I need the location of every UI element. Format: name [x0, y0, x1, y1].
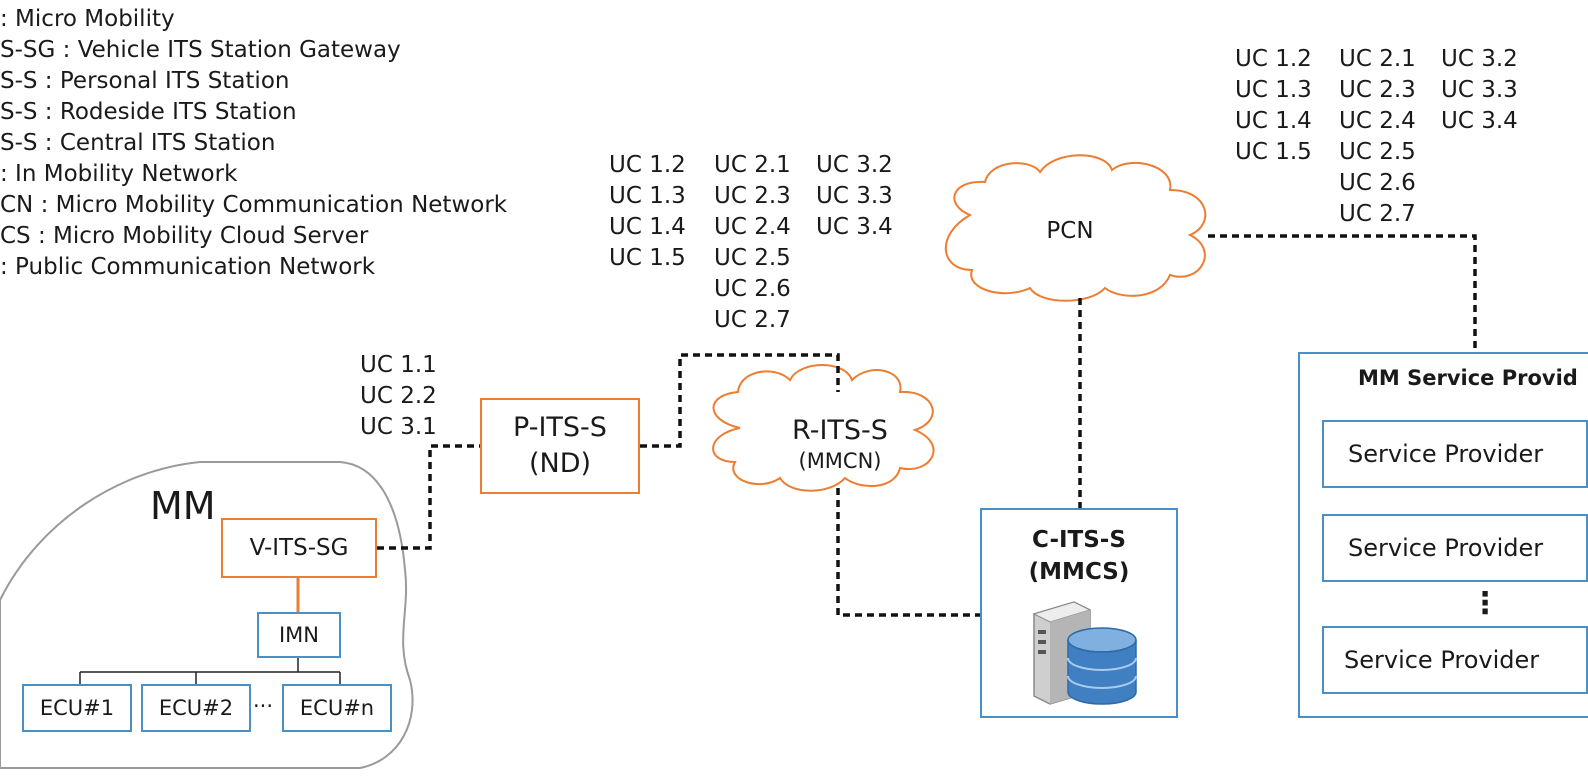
- r-its-s-subtitle: (MMCN): [798, 449, 882, 473]
- p-its-s-subtitle: (ND): [528, 448, 592, 479]
- p-its-s-node[interactable]: P-ITS-S (ND): [480, 398, 640, 494]
- imn-to-ecu-connector: [79, 658, 341, 684]
- legend-item: S-S : Rodeside ITS Station: [0, 99, 297, 125]
- uc-list-rsu-col2: UC 2.1 UC 2.3 UC 2.4 UC 2.5 UC 2.6 UC 2.…: [714, 152, 791, 333]
- pcn-to-sp-link: [1208, 234, 1477, 352]
- ecu-1-node[interactable]: ECU#1: [22, 684, 132, 732]
- r-its-s-title: R-ITS-S: [792, 415, 888, 446]
- c-its-s-subtitle: (MMCS): [1028, 559, 1130, 585]
- legend-item: S-S : Personal ITS Station: [0, 68, 290, 94]
- legend-item: CN : Micro Mobility Communication Networ…: [0, 192, 508, 218]
- r-its-to-c-its-link: [836, 488, 980, 617]
- imn-node[interactable]: IMN: [257, 612, 341, 658]
- pcn-node[interactable]: PCN: [1046, 218, 1094, 244]
- uc-list-pcn-col3: UC 3.2 UC 3.3 UC 3.4: [1441, 46, 1518, 134]
- mm-outline: [0, 461, 414, 769]
- uc-list-pcn-col2: UC 2.1 UC 2.3 UC 2.4 UC 2.5 UC 2.6 UC 2.…: [1339, 46, 1416, 227]
- r-its-s-node[interactable]: R-ITS-S (MMCN): [740, 415, 940, 475]
- server-database-icon: [1032, 601, 1137, 705]
- service-provider-box[interactable]: Service Provider: [1322, 514, 1588, 582]
- p-its-to-r-its-link: [640, 353, 840, 448]
- v-its-sg-node[interactable]: V-ITS-SG: [221, 518, 377, 578]
- p-its-s-title: P-ITS-S: [513, 412, 607, 443]
- service-provider-box[interactable]: Service Provider: [1322, 626, 1588, 694]
- service-provider-group-title: MM Service Provid: [1358, 366, 1578, 390]
- r-its-s-cloud: [712, 364, 935, 492]
- legend-item: : In Mobility Network: [0, 161, 238, 187]
- ecu-ellipsis: ···: [253, 694, 274, 718]
- c-its-s-title: C-ITS-S: [1032, 527, 1126, 553]
- legend-item: : Public Communication Network: [0, 254, 376, 280]
- uc-list-rsu-col1: UC 1.2 UC 1.3 UC 1.4 UC 1.5: [609, 152, 686, 271]
- ecu-n-node[interactable]: ECU#n: [282, 684, 392, 732]
- v-its-to-p-its-link: [377, 444, 480, 550]
- uc-list-rsu-col3: UC 3.2 UC 3.3 UC 3.4: [816, 152, 893, 240]
- c-its-s-node[interactable]: C-ITS-S (MMCS): [980, 508, 1178, 718]
- legend-item: S-SG : Vehicle ITS Station Gateway: [0, 37, 401, 63]
- legend-item: S-S : Central ITS Station: [0, 130, 276, 156]
- uc-list-pcn-col1: UC 1.2 UC 1.3 UC 1.4 UC 1.5: [1235, 46, 1312, 165]
- service-provider-box[interactable]: Service Provider: [1322, 420, 1588, 488]
- service-provider-ellipsis: ⋮: [1470, 586, 1500, 621]
- ecu-2-node[interactable]: ECU#2: [141, 684, 251, 732]
- mm-label: MM: [150, 484, 216, 528]
- legend-item: : Micro Mobility: [0, 6, 175, 32]
- uc-list-p-its: UC 1.1 UC 2.2 UC 3.1: [360, 352, 437, 440]
- legend-item: CS : Micro Mobility Cloud Server: [0, 223, 369, 249]
- pcn-cloud: [944, 154, 1207, 302]
